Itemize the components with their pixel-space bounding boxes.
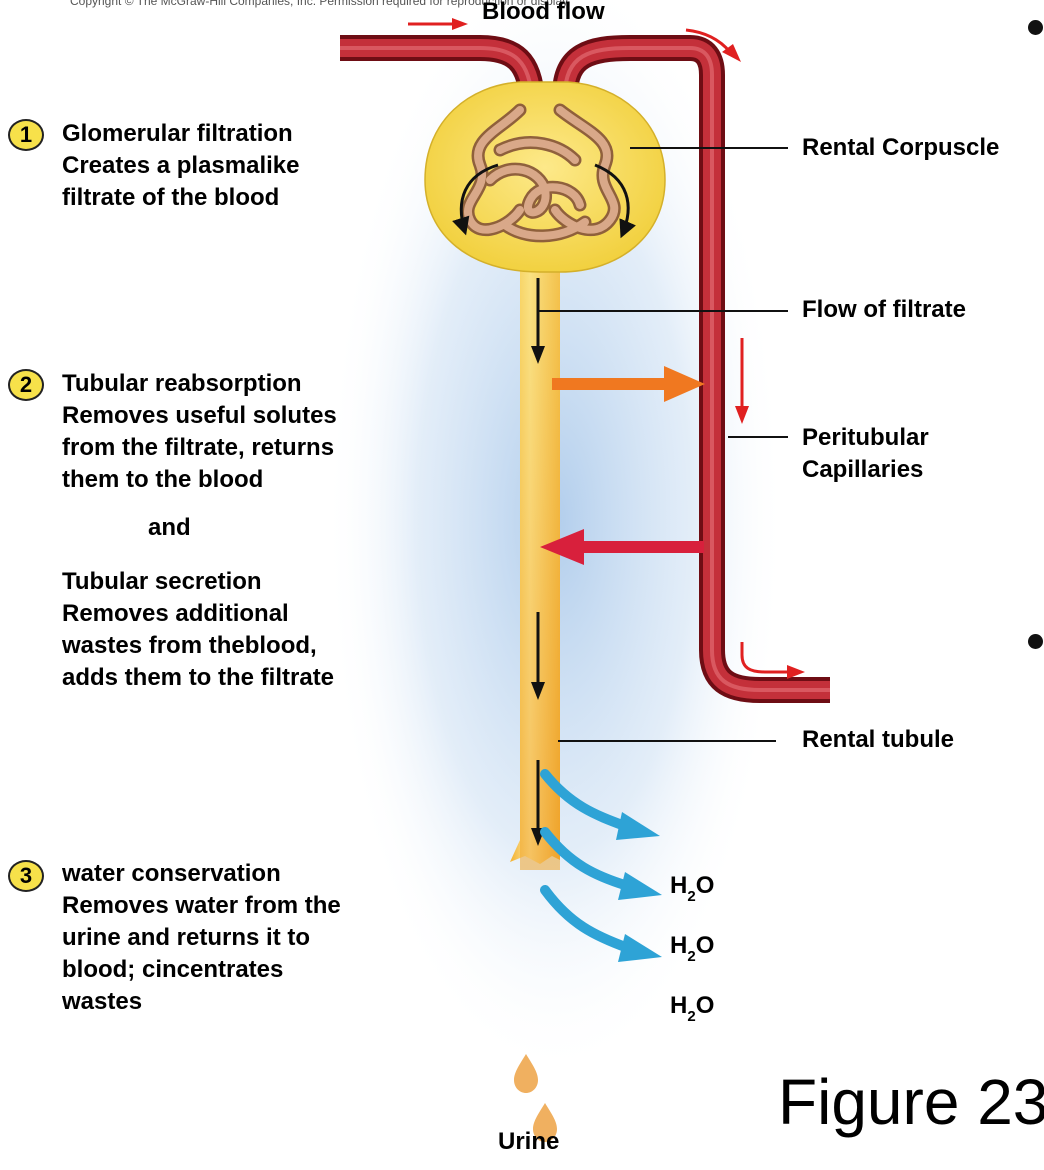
step-1-line: Creates a plasmalike [62,150,299,181]
step-3-line: wastes [62,986,142,1017]
step-3-line: Removes water from the [62,890,341,921]
figure-caption: Figure 23. [778,1065,1044,1139]
slide-bullet-bottom [1028,634,1043,649]
secretion-line: Removes additional [62,598,289,629]
water-label-2: H2O [670,930,714,964]
step-2-line: them to the blood [62,464,263,495]
step-2-line: from the filtrate, returns [62,432,334,463]
secretion-title: Tubular secretion [62,566,262,597]
label-renal-corpuscle: Rental Corpuscle [802,132,999,163]
label-urine: Urine [498,1126,559,1157]
step-2-line: Removes useful solutes [62,400,337,431]
step-3-title: water conservation [62,858,281,889]
secretion-line: adds them to the filtrate [62,662,334,693]
label-capillaries: Capillaries [802,454,923,485]
step-1-line: filtrate of the blood [62,182,279,213]
step-3-line: urine and returns it to [62,922,310,953]
label-flow-of-filtrate: Flow of filtrate [802,294,966,325]
label-renal-tubule: Rental tubule [802,724,954,755]
step-1-title: Glomerular filtration [62,118,293,149]
water-label-1: H2O [670,870,714,904]
water-label-3: H2O [670,990,714,1024]
step-1-badge: 1 [8,119,44,151]
secretion-line: wastes from theblood, [62,630,317,661]
step-2-badge: 2 [8,369,44,401]
blood-flow-label: Blood flow [482,0,605,27]
step-3-badge: 3 [8,860,44,892]
label-peritubular: Peritubular [802,422,929,453]
step-2-title: Tubular reabsorption [62,368,302,399]
connector-and: and [148,512,191,543]
slide-bullet-top [1028,20,1043,35]
step-3-line: blood; cincentrates [62,954,283,985]
